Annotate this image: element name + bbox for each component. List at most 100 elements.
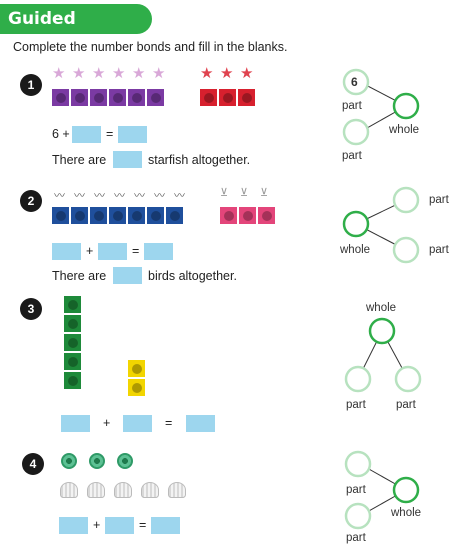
starfish-icon: ★ — [240, 65, 254, 82]
q4-part-label-2: part — [346, 532, 366, 544]
starfish-icon: ★ — [132, 65, 146, 82]
question-3-number: 3 — [20, 298, 42, 320]
q3-blank-sum[interactable] — [186, 415, 215, 432]
pink-cube — [220, 207, 237, 224]
q2-blank-sum[interactable] — [144, 243, 173, 260]
green-cube — [64, 334, 81, 351]
bird-icon: 〰 — [114, 190, 125, 202]
question-1-number: 1 — [20, 74, 42, 96]
q3-part-label-2: part — [396, 399, 416, 411]
pink-cube — [239, 207, 256, 224]
q2-plus: + — [86, 244, 94, 258]
q4-blank-addend-2[interactable] — [105, 517, 134, 534]
q4-plus: + — [93, 518, 101, 532]
question-2-number: 2 — [20, 190, 42, 212]
q2-blank-addend-1[interactable] — [52, 243, 81, 260]
purple-cube — [109, 89, 126, 106]
red-cube — [238, 89, 255, 106]
bird-icon: 〰 — [94, 190, 105, 202]
blue-cube — [52, 207, 69, 224]
q4-equals: = — [139, 518, 147, 532]
snail-icon — [117, 453, 133, 469]
q1-bond-part-value: 6 — [351, 75, 358, 89]
guided-practice-banner: Guided Practice — [0, 4, 152, 59]
q3-number-bond — [344, 317, 422, 393]
purple-cube — [147, 89, 164, 106]
starfish-icon: ★ — [52, 65, 66, 82]
starfish-icon: ★ — [220, 65, 234, 82]
q2-part-label-1: part — [429, 194, 449, 206]
q4-blank-addend-1[interactable] — [59, 517, 88, 534]
q2-number-bond — [342, 186, 420, 264]
q4-whole-label: whole — [391, 507, 422, 519]
q4-number-bond — [344, 450, 420, 530]
shell-icon — [141, 482, 159, 498]
q3-blank-addend-2[interactable] — [123, 415, 152, 432]
green-cube — [64, 372, 81, 389]
bird-icon: 〰 — [74, 190, 85, 202]
blue-cube — [71, 207, 88, 224]
red-cube — [200, 89, 217, 106]
green-cube — [64, 315, 81, 332]
shell-icon — [168, 482, 186, 498]
q1-equation-prefix: 6 + — [52, 127, 70, 141]
yellow-cube — [128, 360, 145, 377]
q2-blank-addend-2[interactable] — [98, 243, 127, 260]
q3-equals: = — [165, 416, 173, 430]
purple-cube — [90, 89, 107, 106]
shell-icon — [87, 482, 105, 498]
q2-equals: = — [132, 244, 140, 258]
q4-part-label-1: part — [346, 484, 366, 496]
q1-equals: = — [106, 127, 114, 141]
q2-sentence-start: There are — [52, 269, 107, 283]
q4-blank-sum[interactable] — [151, 517, 180, 534]
blue-cube — [166, 207, 183, 224]
q1-number-bond — [342, 68, 420, 146]
starfish-icon: ★ — [92, 65, 106, 82]
purple-cube — [52, 89, 69, 106]
q1-blank-addend[interactable] — [72, 126, 101, 143]
bird-icon: ⊻ — [220, 187, 229, 199]
green-cube — [64, 296, 81, 313]
q3-whole-label: whole — [366, 302, 397, 314]
starfish-icon: ★ — [112, 65, 126, 82]
q1-whole-label: whole — [389, 124, 420, 136]
pink-cube — [258, 207, 275, 224]
q1-part-label-1: part — [342, 100, 362, 112]
bird-icon: 〰 — [134, 190, 145, 202]
q1-blank-total[interactable] — [113, 151, 142, 168]
blue-cube — [128, 207, 145, 224]
q1-sentence-end: starfish altogether. — [148, 153, 251, 167]
q1-sentence-start: There are — [52, 153, 107, 167]
starfish-icon: ★ — [200, 65, 214, 82]
red-cube — [219, 89, 236, 106]
bird-icon: ⊻ — [240, 187, 249, 199]
yellow-cube — [128, 379, 145, 396]
instructions: Complete the number bonds and fill in th… — [13, 40, 288, 54]
q2-sentence-end: birds altogether. — [148, 269, 237, 283]
blue-cube — [109, 207, 126, 224]
blue-cube — [147, 207, 164, 224]
bird-icon: 〰 — [174, 190, 185, 202]
blue-cube — [90, 207, 107, 224]
q2-part-label-2: part — [429, 244, 449, 256]
green-cube — [64, 353, 81, 370]
q2-blank-total[interactable] — [113, 267, 142, 284]
q3-part-label-1: part — [346, 399, 366, 411]
q3-plus: + — [103, 416, 111, 430]
q1-part-label-2: part — [342, 150, 362, 162]
snail-icon — [89, 453, 105, 469]
starfish-icon: ★ — [152, 65, 166, 82]
purple-cube — [128, 89, 145, 106]
shell-icon — [114, 482, 132, 498]
bird-icon: 〰 — [54, 190, 65, 202]
q2-whole-label: whole — [340, 244, 371, 256]
bird-icon: ⊻ — [260, 187, 269, 199]
question-4-number: 4 — [22, 453, 44, 475]
starfish-icon: ★ — [72, 65, 86, 82]
shell-icon — [60, 482, 78, 498]
q1-blank-sum[interactable] — [118, 126, 147, 143]
bird-icon: 〰 — [154, 190, 165, 202]
snail-icon — [61, 453, 77, 469]
q3-blank-addend-1[interactable] — [61, 415, 90, 432]
